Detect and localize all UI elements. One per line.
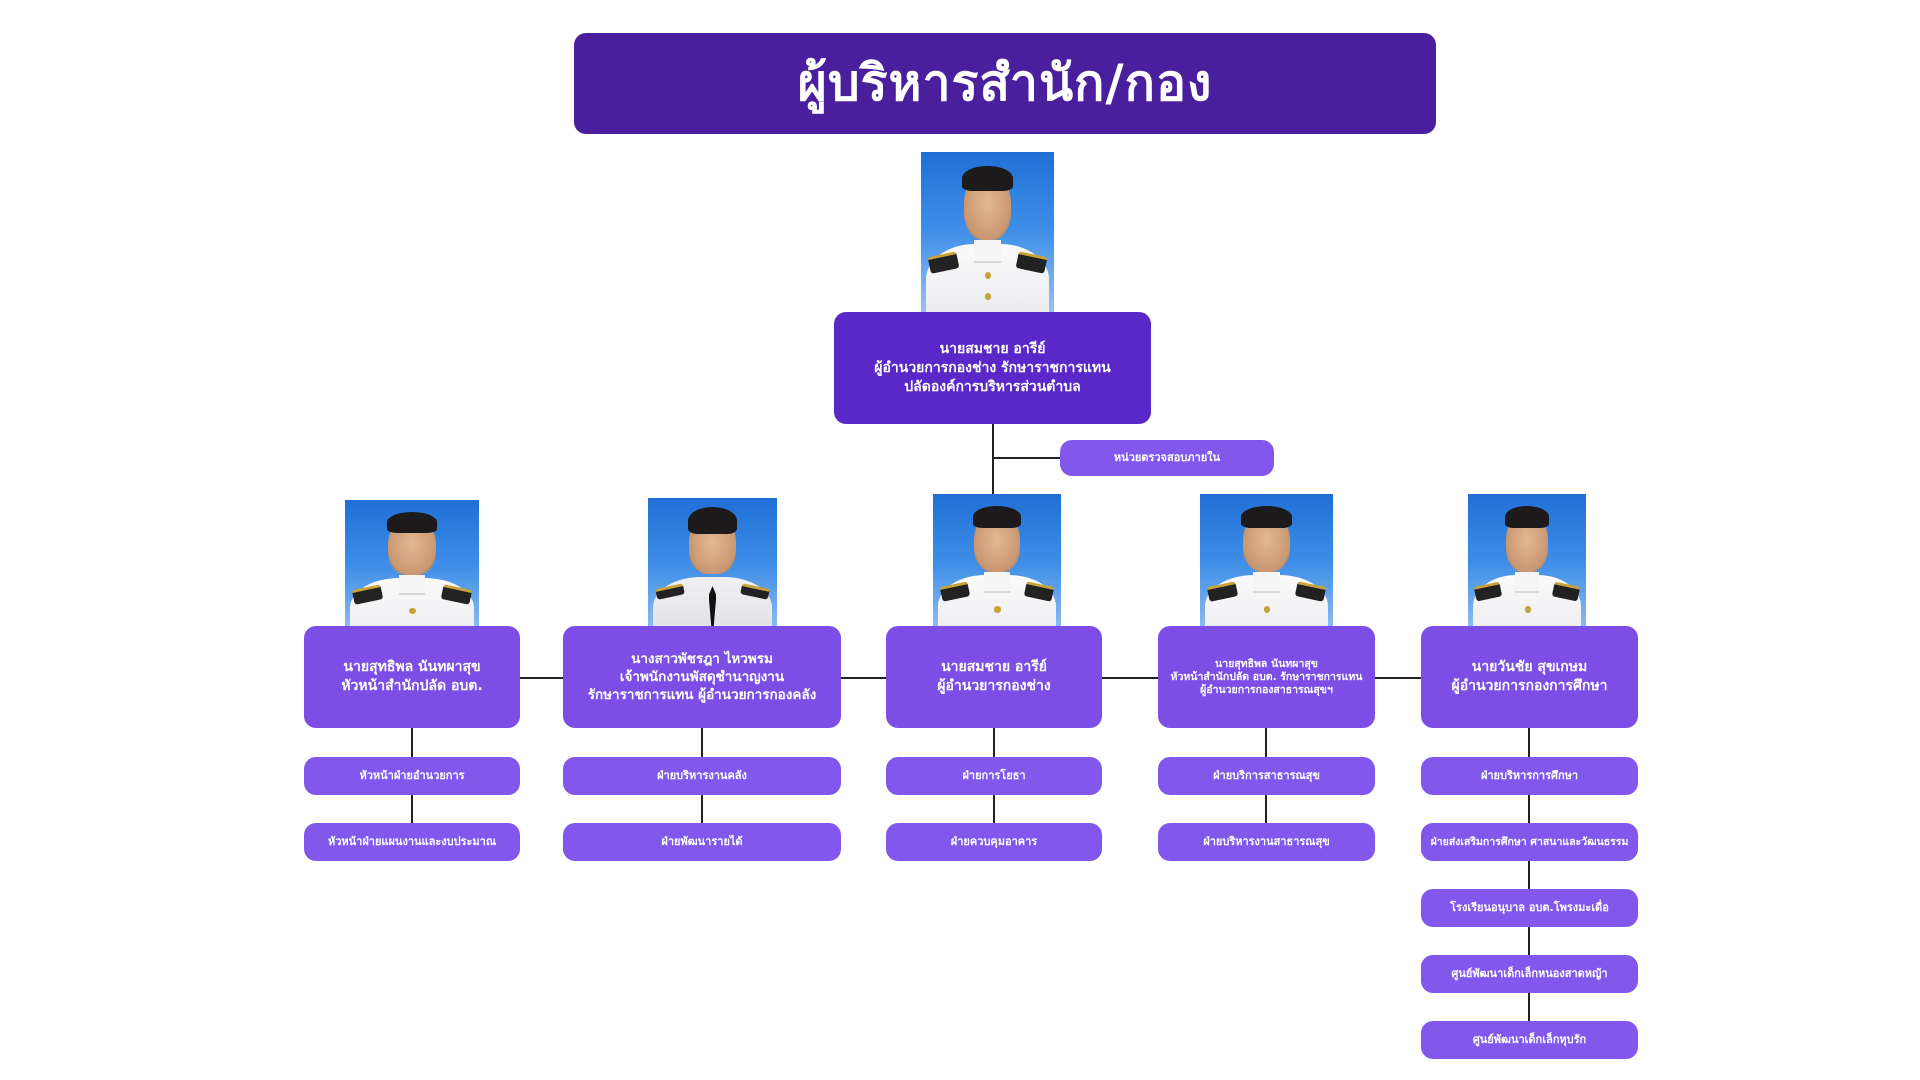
dept-5-head-position: ผู้อำนวยการกองการศึกษา — [1451, 678, 1608, 694]
top-executive-box: นายสมชาย อารีย์ ผู้อำนวยการกองช่าง รักษา… — [834, 312, 1151, 424]
top-executive-name: นายสมชาย อารีย์ — [939, 340, 1046, 357]
dept-4-head-position-2: ผู้อำนวยการกองสาธารณสุขฯ — [1200, 683, 1333, 696]
dept-2-head-box: นางสาวพัชรฎา ไหวพรม เจ้าพนักงานพัสดุชำนา… — [563, 626, 841, 728]
dept-5-unit-2: ฝ่ายส่งเสริมการศึกษา ศาสนาและวัฒนธรรม — [1421, 823, 1638, 861]
top-executive-position-2: ปลัดองค์การบริหารส่วนตำบล — [904, 378, 1081, 395]
dept-5-unit-3: โรงเรียนอนุบาล อบต.โพรงมะเดื่อ — [1421, 889, 1638, 927]
dept-5-head-name: นายวันชัย สุขเกษม — [1471, 659, 1588, 675]
audit-unit-box: หน่วยตรวจสอบภายใน — [1060, 440, 1274, 476]
page-title: ผู้บริหารสำนัก/กอง — [574, 33, 1436, 134]
dept-3-head-position: ผู้อำนวยารกองช่าง — [937, 678, 1051, 694]
dept-1-head-box: นายสุทธิพล นันทผาสุข หัวหน้าสำนักปลัด อบ… — [304, 626, 520, 728]
dept-4-unit-1: ฝ่ายบริการสาธารณสุข — [1158, 757, 1375, 795]
dept-3-head-name: นายสมชาย อารีย์ — [941, 659, 1047, 675]
photo-dept-4 — [1200, 494, 1333, 650]
dept-4-head-box: นายสุทธิพล นันทผาสุข หัวหน้าสำนักปลัด อบ… — [1158, 626, 1375, 728]
dept-5-unit-4: ศูนย์พัฒนาเด็กเล็กหนองสาดหญ้า — [1421, 955, 1638, 993]
top-executive-position: ผู้อำนวยการกองช่าง รักษาราชการแทน — [874, 359, 1111, 376]
dept-5-unit-5: ศูนย์พัฒนาเด็กเล็กหุบรัก — [1421, 1021, 1638, 1059]
dept-4-head-position: หัวหน้าสำนักปลัด อบต. รักษาราชการแทน — [1170, 670, 1363, 683]
dept-5-head-box: นายวันชัย สุขเกษม ผู้อำนวยการกองการศึกษา — [1421, 626, 1638, 728]
dept-2-head-position: เจ้าพนักงานพัสดุชำนาญงาน — [619, 669, 785, 685]
dept-5-unit-1: ฝ่ายบริหารการศึกษา — [1421, 757, 1638, 795]
dept-1-unit-2: หัวหน้าฝ่ายแผนงานและงบประมาณ — [304, 823, 520, 861]
dept-2-unit-1: ฝ่ายบริหารงานคลัง — [563, 757, 841, 795]
dept-4-unit-2: ฝ่ายบริหารงานสาธารณสุข — [1158, 823, 1375, 861]
dept-3-unit-2: ฝ่ายควบคุมอาคาร — [886, 823, 1102, 861]
dept-3-head-box: นายสมชาย อารีย์ ผู้อำนวยารกองช่าง — [886, 626, 1102, 728]
dept-3-unit-1: ฝ่ายการโยธา — [886, 757, 1102, 795]
dept-1-head-name: นายสุทธิพล นันทผาสุข — [343, 659, 481, 675]
photo-top-executive — [921, 152, 1054, 328]
dept-2-head-name: นางสาวพัชรฎา ไหวพรม — [631, 651, 773, 667]
dept-4-head-name: นายสุทธิพล นันทผาสุข — [1215, 657, 1318, 670]
dept-1-head-position: หัวหน้าสำนักปลัด อบต. — [341, 678, 483, 694]
dept-2-head-position-2: รักษาราชการแทน ผู้อำนวยการกองคลัง — [587, 687, 817, 703]
dept-2-unit-2: ฝ่ายพัฒนารายได้ — [563, 823, 841, 861]
dept-1-unit-1: หัวหน้าฝ่ายอำนวยการ — [304, 757, 520, 795]
